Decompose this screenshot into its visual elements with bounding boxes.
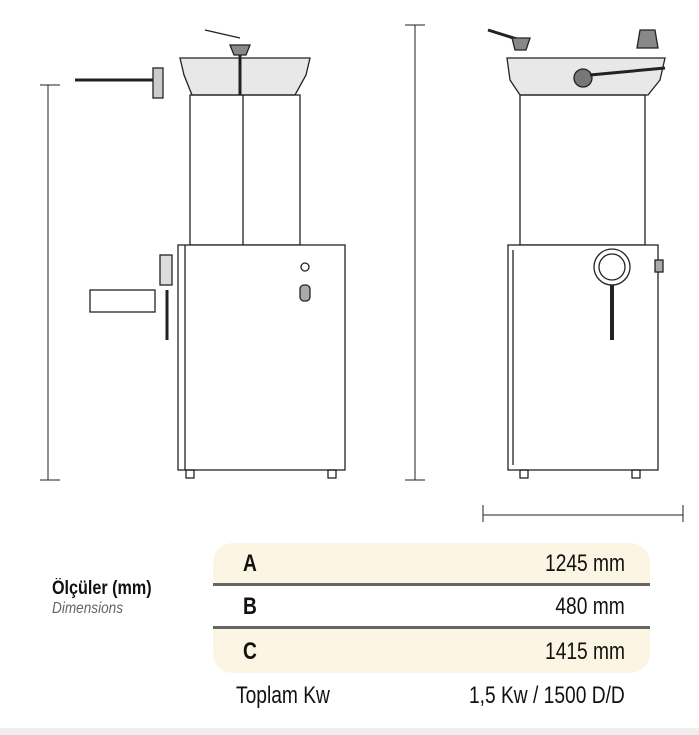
- total-power-value: 1,5 Kw / 1500 D/D: [469, 682, 625, 709]
- table-row: C 1415 mm: [213, 631, 650, 671]
- dimension-line-a: [40, 84, 60, 481]
- dimension-line-c: [405, 24, 425, 481]
- row-divider: [213, 626, 650, 629]
- row-divider: [213, 583, 650, 586]
- dimension-key: C: [243, 638, 257, 665]
- dimensions-title: Ölçüler (mm): [52, 578, 152, 599]
- dimension-value: 480 mm: [555, 593, 625, 620]
- dimension-key: B: [243, 593, 257, 620]
- machine-drawing: [40, 24, 684, 522]
- dimension-line-b: [482, 505, 684, 522]
- dimension-value: 1245 mm: [544, 550, 625, 577]
- dimensions-table: A 1245 mm B 480 mm C 1415 mm: [213, 543, 650, 673]
- table-row: A 1245 mm: [213, 543, 650, 583]
- dimension-key: A: [243, 550, 257, 577]
- side-view: [487, 28, 666, 479]
- dimensions-label: Ölçüler (mm) Dimensions: [52, 578, 169, 618]
- dimension-value: 1415 mm: [544, 638, 625, 665]
- bottom-bar: [0, 728, 699, 735]
- table-row: B 480 mm: [213, 586, 650, 626]
- total-power-label: Toplam Kw: [236, 682, 330, 709]
- dimensions-subtitle: Dimensions: [52, 600, 124, 617]
- front-view: [75, 29, 346, 479]
